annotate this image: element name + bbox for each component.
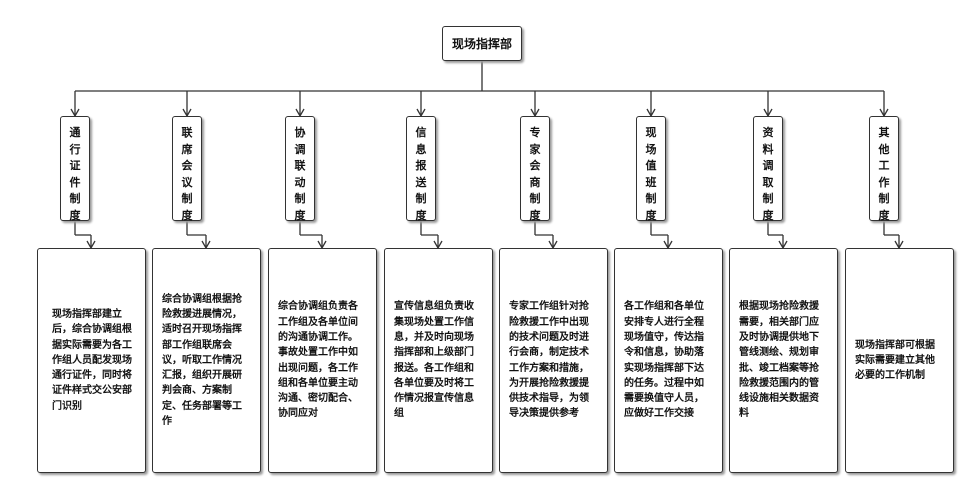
branch-title: 资料调取制度 [762,126,774,222]
branch-detail-box: 现场指挥部建立后，综合协调组根据实际需要为各工作组人员配发现场通行证件，同时将证… [37,248,146,473]
branch-detail: 宣传信息组负责收集现场处置工作信息，并及时向现场指挥部和上级部门报送。各工作组和… [394,301,474,420]
branch-detail: 根据现场抢险救援需要，相关部门应及时协调提供地下管线测绘、规划审批、竣工档案等抢… [739,301,819,420]
branch-title: 专家会商制度 [529,126,541,222]
branch-detail: 专家工作组针对抢险救援工作中出现的技术问题及时进行会商，制定技术工作方案和措施，… [509,301,589,420]
branch-title: 协调联动制度 [294,126,306,222]
branch-detail: 综合协调组根据抢险救援进展情况，适时召开现场指挥部工作组联席会议，听取工作情况汇… [162,293,242,428]
branch-title-box: 专家会商制度 [520,116,550,222]
root-label: 现场指挥部 [451,37,512,51]
branch-title-box: 其他工作制度 [869,116,899,222]
branch-title: 通行证件制度 [69,126,81,222]
branch-detail-box: 现场指挥部可根据实际需要建立其他必要的工作机制 [845,248,954,473]
branch-title-box: 联席会议制度 [172,116,202,222]
branch-title: 其他工作制度 [878,126,890,222]
branch-detail-box: 根据现场抢险救援需要，相关部门应及时协调提供地下管线测绘、规划审批、竣工档案等抢… [729,248,838,473]
branch-detail: 各工作组和各单位安排专人进行全程现场值守，传达指令和信息，协助落实现场指挥部下达… [624,301,704,420]
branch-detail-box: 宣传信息组负责收集现场处置工作信息，并及时向现场指挥部和上级部门报送。各工作组和… [384,248,493,473]
branch-title-box: 资料调取制度 [753,116,783,222]
branch-title-box: 信息报送制度 [406,116,436,222]
branch-detail: 现场指挥部可根据实际需要建立其他必要的工作机制 [855,339,935,382]
branch-detail-box: 各工作组和各单位安排专人进行全程现场值守，传达指令和信息，协助落实现场指挥部下达… [614,248,723,473]
branch-detail: 现场指挥部建立后，综合协调组根据实际需要为各工作组人员配发现场通行证件，同时将证… [52,308,132,412]
branch-title: 信息报送制度 [415,126,427,222]
branch-title: 联席会议制度 [181,126,193,222]
root-node: 现场指挥部 [442,26,522,61]
branch-detail-box: 综合协调组负责各工作组及各单位间的沟通协调工作。事故处置工作中如出现问题，各工作… [268,248,377,473]
branch-title-box: 现场值班制度 [636,116,666,222]
branch-detail-box: 专家工作组针对抢险救援工作中出现的技术问题及时进行会商，制定技术工作方案和措施，… [499,248,608,473]
branch-title: 现场值班制度 [645,126,657,222]
branch-title-box: 协调联动制度 [285,116,315,222]
branch-detail: 综合协调组负责各工作组及各单位间的沟通协调工作。事故处置工作中如出现问题，各工作… [278,301,358,420]
branch-title-box: 通行证件制度 [60,116,90,222]
branch-detail-box: 综合协调组根据抢险救援进展情况，适时召开现场指挥部工作组联席会议，听取工作情况汇… [152,248,261,473]
